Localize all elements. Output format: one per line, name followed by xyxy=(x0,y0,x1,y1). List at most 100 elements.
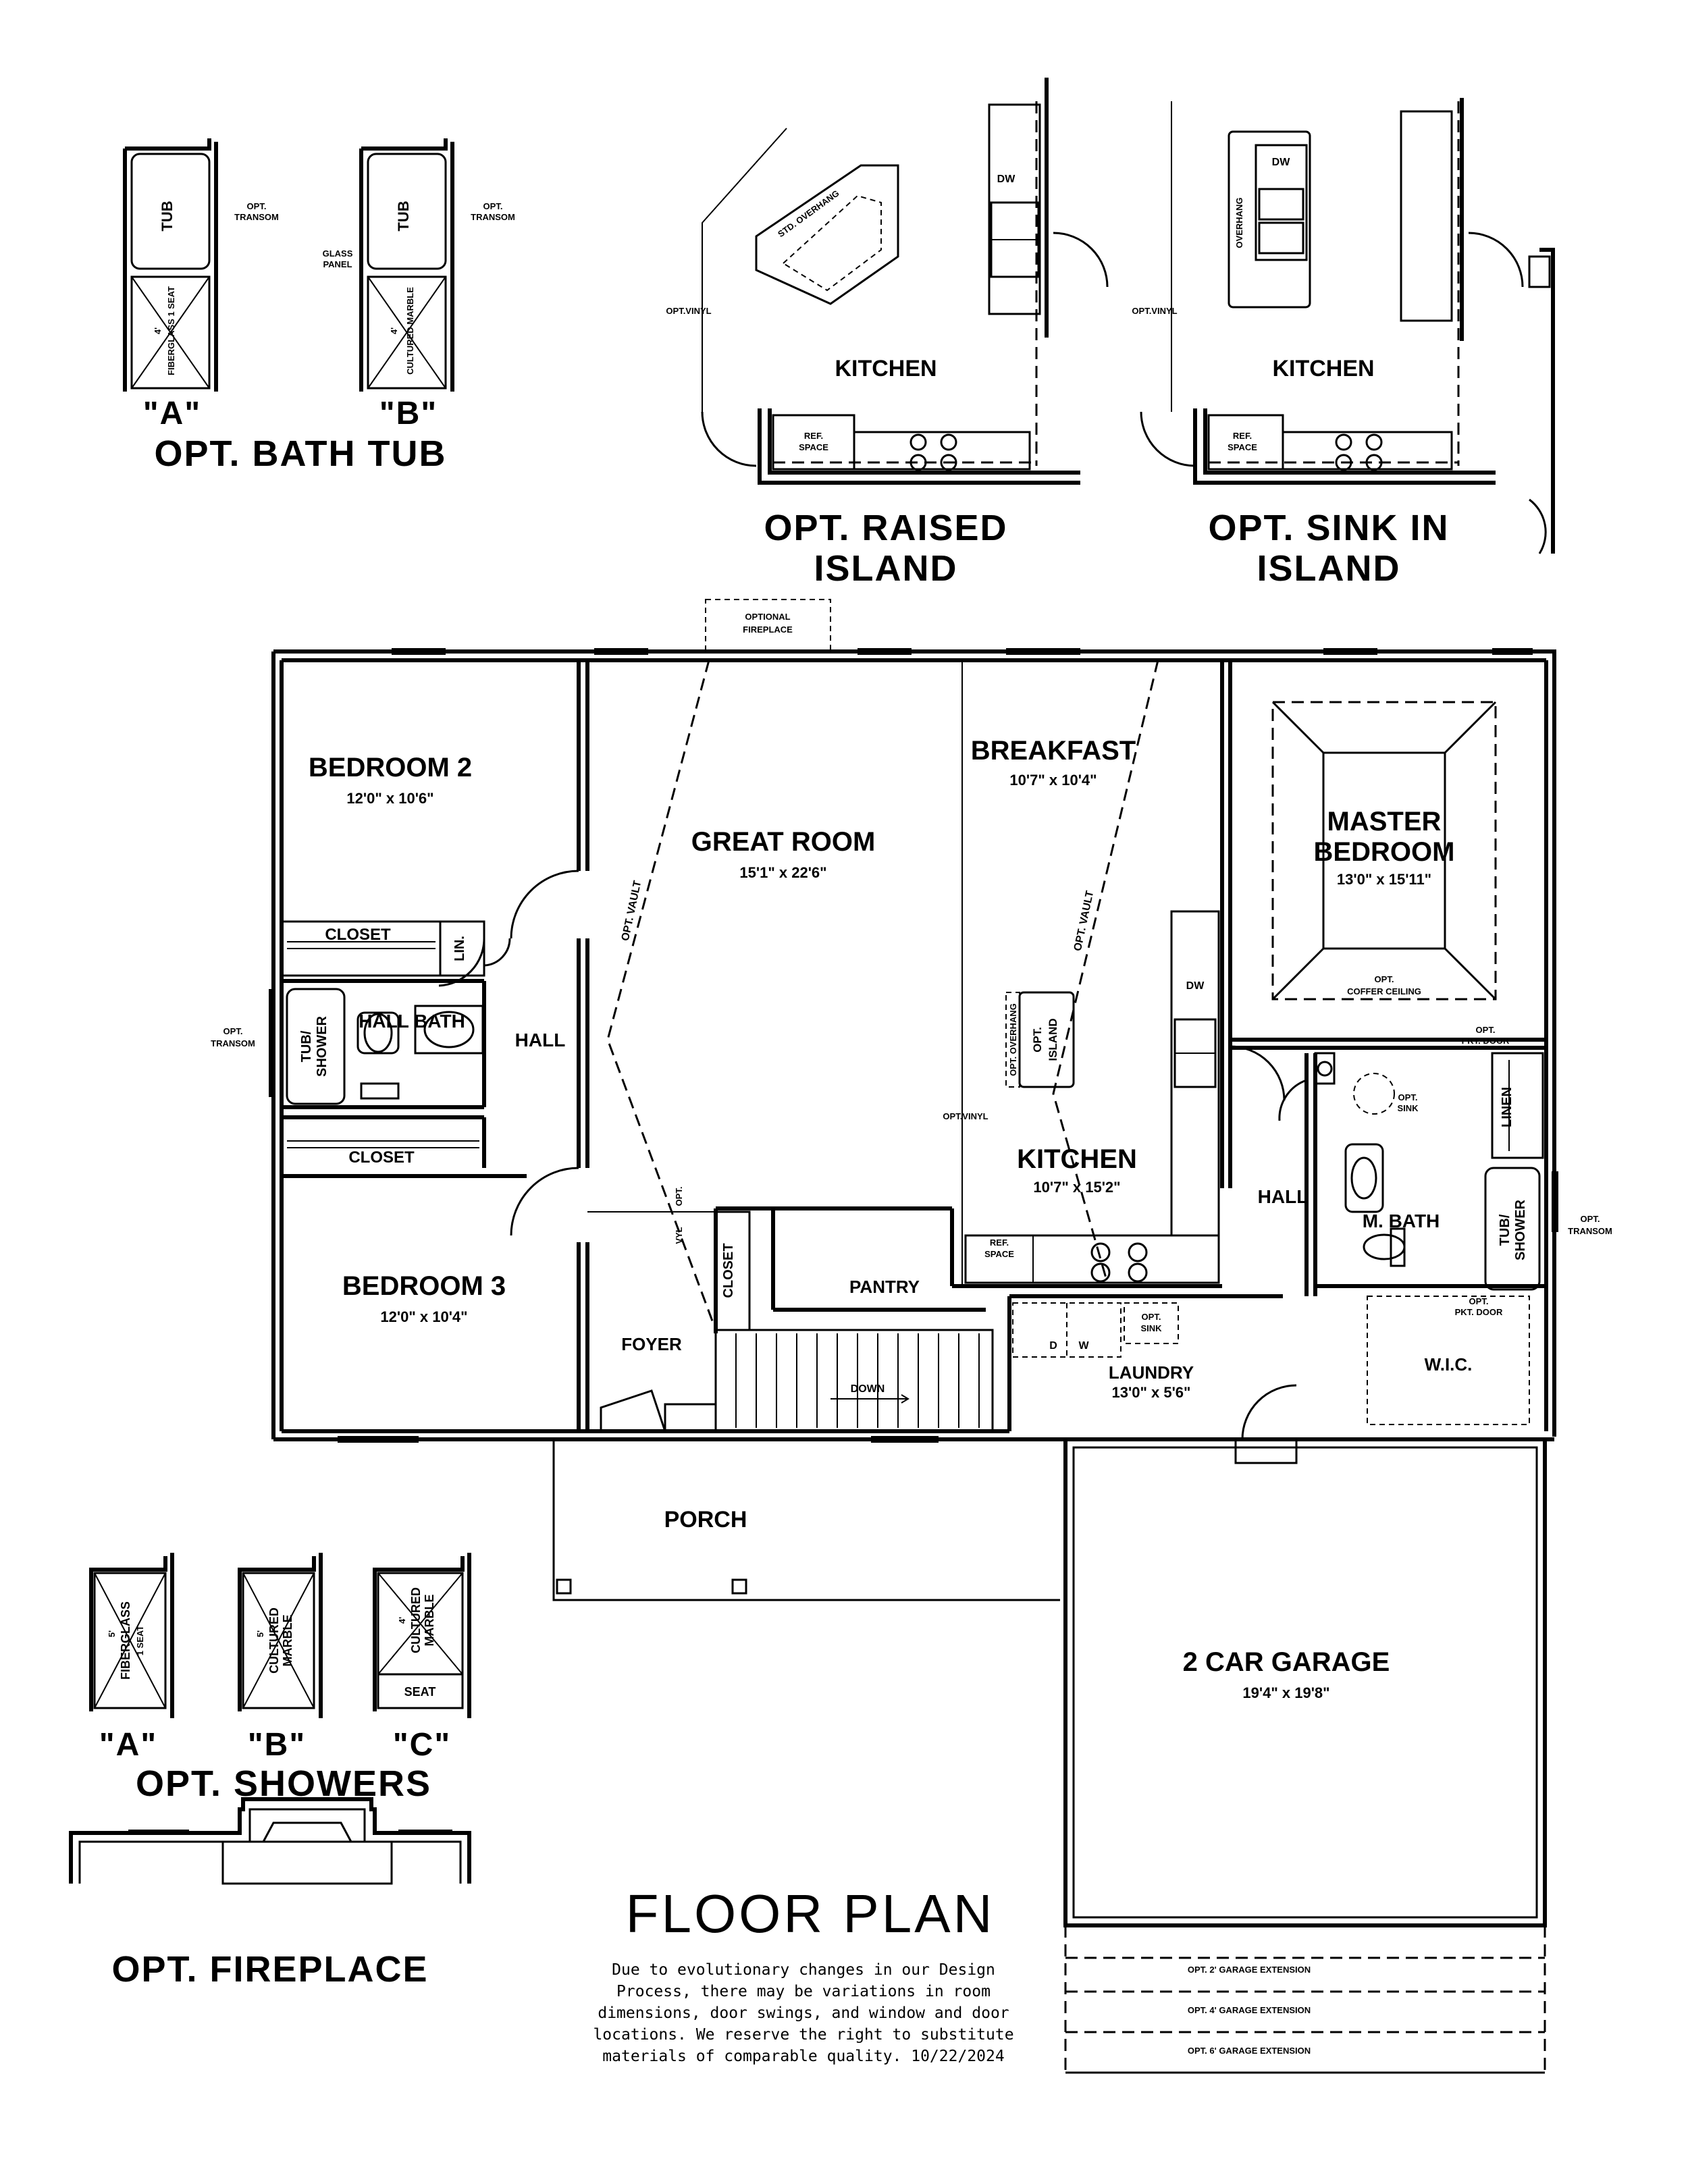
floor-plan-title: FLOOR PLAN xyxy=(626,1884,995,1944)
left-transom-opt: OPT. xyxy=(223,1026,243,1036)
island-overhang: OPT. OVERHANG xyxy=(1008,1003,1018,1076)
kitchen-opt-vinyl: OPT.VINYL xyxy=(943,1111,988,1121)
linen-label: LINEN xyxy=(1500,1087,1514,1127)
mbath-tub-shower-1: TUB/ xyxy=(1498,1214,1512,1246)
raised-std-overhang: STD. OVERHANG xyxy=(776,188,841,239)
tub-option-a: "A" xyxy=(143,396,201,431)
hall-tub-shower-2: SHOWER xyxy=(315,1015,329,1077)
shower-a-seat: 1 SEAT xyxy=(135,1626,145,1656)
hall-right-label: HALL xyxy=(1258,1186,1309,1207)
sink-ref-1: REF. xyxy=(1233,431,1252,441)
laundry-name: LAUNDRY xyxy=(1109,1362,1194,1383)
sink-opt-vinyl: OPT.VINYL xyxy=(1132,306,1177,316)
hall-bath-label: HALL BATH xyxy=(359,1011,465,1032)
laundry-d: D xyxy=(1049,1340,1057,1352)
tub-b-transom: TRANSOM xyxy=(471,212,515,222)
shower-option-b: "B" xyxy=(248,1727,306,1763)
inset-fireplace: OPT. FIREPLACE xyxy=(69,1797,471,1990)
pkt-door-top: PKT. DOOR xyxy=(1462,1036,1510,1046)
kitchen-name: KITCHEN xyxy=(1017,1144,1137,1174)
bath-tub-title: OPT. BATH TUB xyxy=(155,433,447,474)
tub-a-label: TUB xyxy=(159,201,176,231)
island-label: ISLAND xyxy=(1047,1018,1059,1061)
shower-b-marble: MARBLE xyxy=(281,1615,294,1667)
garage-dims: 19'4" x 19'8" xyxy=(1242,1684,1329,1701)
closet-foyer-label: CLOSET xyxy=(721,1243,736,1298)
garage-ext-4: OPT. 4' GARAGE EXTENSION xyxy=(1188,2005,1311,2015)
laundry-w: W xyxy=(1078,1340,1089,1352)
sink-title-2: ISLAND xyxy=(1257,548,1401,589)
foyer-label: FOYER xyxy=(621,1334,682,1354)
island-opt: OPT. xyxy=(1031,1027,1044,1053)
bedroom3-name: BEDROOM 3 xyxy=(342,1271,506,1301)
breakfast-dims: 10'7" x 10'4" xyxy=(1009,772,1097,789)
laundry-sink: SINK xyxy=(1140,1323,1162,1333)
master-bedroom-name-1: MASTER xyxy=(1327,807,1442,836)
disclaimer-line-4: locations. We reserve the right to subst… xyxy=(593,2026,1013,2044)
tub-a-transom-opt: OPT. xyxy=(247,201,267,211)
lin-label: LIN. xyxy=(452,936,467,961)
garage-ext-6: OPT. 6' GARAGE EXTENSION xyxy=(1188,2046,1311,2056)
shower-c-4ft: 4' xyxy=(397,1617,407,1624)
foyer-vyl: VYL xyxy=(674,1227,684,1244)
tub-a-fiberglass: FIBERGLASS 1 SEAT xyxy=(166,286,176,375)
hall-left-label: HALL xyxy=(515,1030,566,1050)
room-labels: BEDROOM 2 12'0" x 10'6" BEDROOM 3 12'0" … xyxy=(211,612,1612,2056)
inset-raised-island: STD. OVERHANG DW OPT.VINYL REF. SPACE KI… xyxy=(666,78,1109,589)
pantry-label: PANTRY xyxy=(849,1277,920,1297)
raised-dw: DW xyxy=(997,174,1016,185)
disclaimer-line-1: Due to evolutionary changes in our Desig… xyxy=(612,1961,995,1979)
house-walls xyxy=(269,599,1558,2074)
right-transom: TRANSOM xyxy=(1568,1226,1612,1236)
disclaimer-line-3: dimensions, door swings, and window and … xyxy=(598,2004,1009,2022)
laundry-dims: 13'0" x 5'6" xyxy=(1112,1384,1191,1401)
laundry-sink-opt: OPT. xyxy=(1142,1312,1161,1322)
kitchen-ref-1: REF. xyxy=(990,1237,1009,1248)
kitchen-dw: DW xyxy=(1186,980,1205,992)
pkt-door-bottom-opt: OPT. xyxy=(1469,1296,1489,1306)
tub-option-b: "B" xyxy=(379,396,438,431)
opt-vault-left: OPT. VAULT xyxy=(620,880,644,942)
master-bedroom-dims: 13'0" x 15'11" xyxy=(1337,871,1431,888)
disclaimer-line-5: materials of comparable quality. 10/22/2… xyxy=(602,2048,1004,2065)
sink-overhang: OVERHANG xyxy=(1234,197,1244,248)
tub-a-transom: TRANSOM xyxy=(234,212,279,222)
raised-title-2: ISLAND xyxy=(814,548,958,589)
tub-b-label: TUB xyxy=(395,201,412,231)
shower-option-c: "C" xyxy=(393,1727,451,1763)
stairs-down: DOWN xyxy=(851,1383,885,1395)
pkt-door-bottom: PKT. DOOR xyxy=(1455,1307,1503,1317)
sink-title-1: OPT. SINK IN xyxy=(1208,508,1449,548)
shower-c-cultured: CULTURED xyxy=(409,1587,423,1653)
coffer-ceiling: COFFER CEILING xyxy=(1347,986,1421,996)
pkt-door-top-opt: OPT. xyxy=(1476,1025,1496,1035)
bedroom2-dims: 12'0" x 10'6" xyxy=(346,790,433,807)
shower-b-5ft: 5' xyxy=(255,1630,265,1637)
shower-c-seat: SEAT xyxy=(404,1685,436,1699)
fireplace-title: OPT. FIREPLACE xyxy=(111,1949,428,1990)
kitchen-ref-2: SPACE xyxy=(984,1249,1014,1259)
inset-sink-island: DW OVERHANG OPT.VINYL REF. SPACE KITCHEN… xyxy=(1132,98,1555,589)
shower-a-fiberglass: FIBERGLASS xyxy=(119,1601,132,1680)
hall-tub-shower-1: TUB/ xyxy=(299,1030,314,1062)
shower-b-cultured: CULTURED xyxy=(267,1607,281,1674)
inset-bath-tub: TUB TUB OPT. TRANSOM OPT. TRANSOM GLASS … xyxy=(123,138,515,474)
garage-ext-2: OPT. 2' GARAGE EXTENSION xyxy=(1188,1965,1311,1975)
shower-option-a: "A" xyxy=(99,1727,157,1763)
raised-ref-1: REF. xyxy=(804,431,823,441)
inset-showers: 5' FIBERGLASS 1 SEAT 5' CULTURED MARBLE … xyxy=(89,1553,471,1804)
raised-opt-vinyl: OPT.VINYL xyxy=(666,306,711,316)
kitchen-dims: 10'7" x 15'2" xyxy=(1033,1179,1120,1196)
closet-bottom-label: CLOSET xyxy=(348,1148,415,1167)
glass-panel-1: GLASS xyxy=(323,248,353,259)
foyer-opt: OPT. xyxy=(674,1187,684,1206)
breakfast-name: BREAKFAST xyxy=(971,736,1136,766)
fireplace-label-1: OPTIONAL xyxy=(745,612,790,622)
mbath-tub-shower-2: SHOWER xyxy=(1513,1199,1528,1260)
raised-title-1: OPT. RAISED xyxy=(764,508,1007,548)
m-bath-label: M. BATH xyxy=(1363,1210,1440,1231)
wic-label: W.I.C. xyxy=(1425,1354,1473,1375)
sink-kitchen: KITCHEN xyxy=(1272,356,1374,381)
fireplace-label-2: FIREPLACE xyxy=(743,624,793,635)
right-transom-opt: OPT. xyxy=(1581,1214,1600,1224)
